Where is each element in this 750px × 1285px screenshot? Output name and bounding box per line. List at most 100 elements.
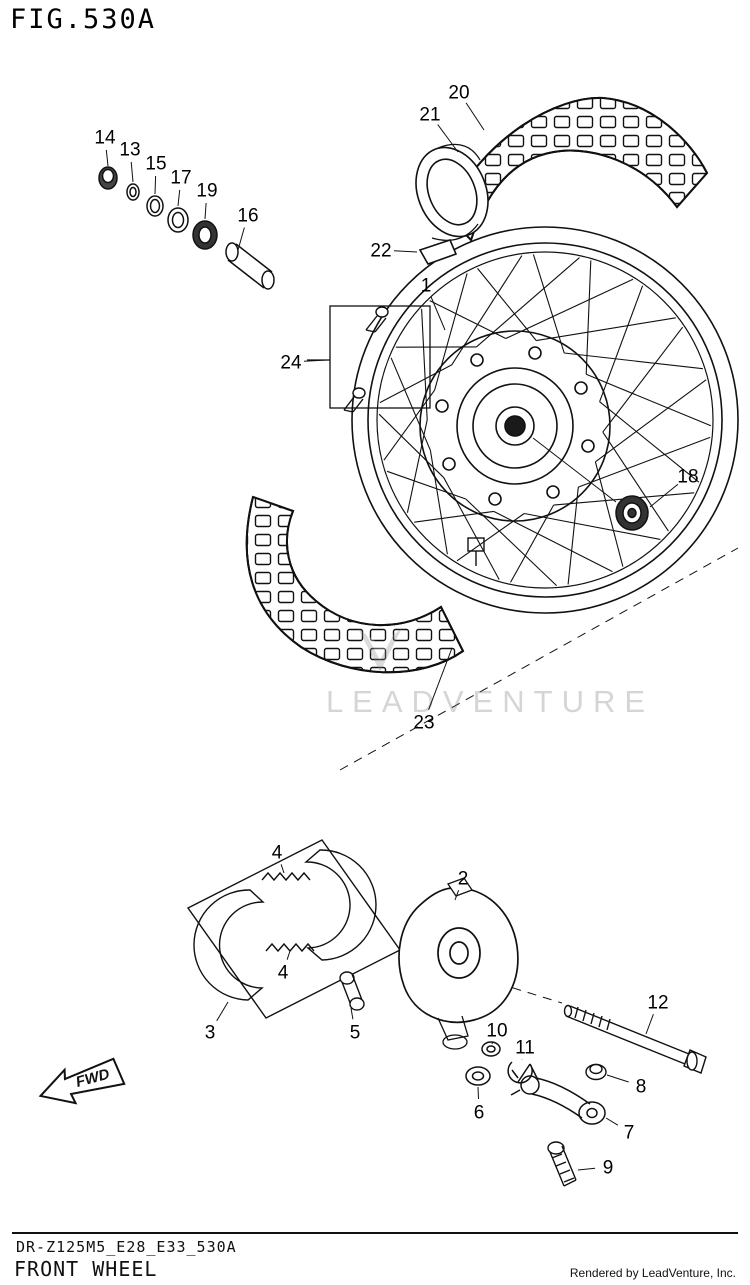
brake-shoe-left <box>193 889 265 1001</box>
callout-leader-line <box>105 149 109 167</box>
axle-nut-8 <box>585 1063 607 1081</box>
part-number-9: 9 <box>603 1158 614 1179</box>
part-number-22: 22 <box>370 241 391 262</box>
watermark-text: LEADVENTURE <box>326 684 654 719</box>
callout-leader-line <box>393 250 418 253</box>
leadventure-watermark: LEADVENTURE <box>326 628 654 719</box>
callout-leader-line <box>437 124 459 153</box>
part-number-15: 15 <box>145 154 166 175</box>
spoke <box>585 373 712 427</box>
spring <box>261 871 311 882</box>
spoke <box>602 326 684 433</box>
spoke <box>505 278 634 339</box>
spoke <box>532 254 565 354</box>
part-number-3: 3 <box>205 1023 216 1044</box>
part-number-11: 11 <box>515 1038 535 1059</box>
brake-shoe-set <box>186 839 402 1019</box>
rim-band <box>415 143 489 265</box>
spoke <box>578 436 711 488</box>
callout-leader-line <box>645 1014 654 1035</box>
callout-leader-line <box>577 1167 596 1171</box>
front-axle-12 <box>563 1004 707 1074</box>
callout-leader-line <box>177 189 181 207</box>
brake-panel-2 <box>398 877 519 1050</box>
spoke <box>595 379 707 463</box>
clip-11 <box>507 1061 539 1084</box>
ring-15 <box>146 195 164 217</box>
render-credit: Rendered by LeadVenture, Inc. <box>569 1266 736 1280</box>
spoke <box>599 401 700 483</box>
tire-upper-segment <box>444 96 709 242</box>
spoke <box>443 477 500 580</box>
bolt <box>365 306 389 333</box>
hub <box>419 330 611 522</box>
part-number-10: 10 <box>486 1021 507 1042</box>
callout-leader-line <box>350 1007 354 1020</box>
callout-leader-line <box>491 1042 494 1045</box>
part-number-20: 20 <box>448 83 469 104</box>
brake-cam-5 <box>339 971 365 1011</box>
spokes <box>378 254 712 586</box>
spoke <box>406 419 428 513</box>
spoke <box>434 273 468 391</box>
spoke <box>465 498 557 586</box>
part-number-7: 7 <box>624 1123 635 1144</box>
callout-leader-line <box>605 1117 619 1126</box>
callout-leader-line <box>428 647 453 710</box>
drawing-code: DR-Z125M5_E28_E33_530A <box>16 1238 237 1256</box>
speedo-drive-7 <box>510 1069 606 1125</box>
spoke <box>477 268 537 341</box>
part-number-2: 2 <box>458 869 469 890</box>
part-number-6: 6 <box>474 1103 485 1124</box>
callout-leader-line <box>454 890 460 901</box>
spoke <box>510 504 555 583</box>
hub-to-bearing-leader <box>532 437 617 503</box>
rim-outer-circle <box>367 242 723 598</box>
wheel-rim-and-spokes <box>351 226 739 614</box>
part-number-17: 17 <box>170 168 191 189</box>
bolt <box>343 387 366 413</box>
part-number-14: 14 <box>94 128 116 149</box>
part-number-18: 18 <box>677 467 698 488</box>
bolt-group-24 <box>307 305 431 413</box>
part-number-19: 19 <box>196 181 217 202</box>
part-number-8: 8 <box>636 1077 647 1098</box>
part-number-21: 21 <box>419 105 440 126</box>
spoke <box>429 450 448 555</box>
washer-10 <box>481 1041 501 1057</box>
washers-and-clip <box>465 1041 539 1086</box>
callout-leader-line <box>286 950 291 960</box>
part-number-16: 16 <box>237 206 258 227</box>
axle-spacer-16 <box>225 242 275 290</box>
callout-leader-line <box>477 1086 479 1100</box>
fwd-arrow: FWD <box>38 1057 126 1105</box>
part-number-12: 12 <box>647 993 668 1014</box>
leadventure-logo-icon <box>358 628 402 672</box>
part-number-5: 5 <box>350 1023 361 1044</box>
brake-shoe-right <box>304 849 377 961</box>
washer-6 <box>465 1066 491 1086</box>
seal-17 <box>167 207 189 233</box>
spoke <box>524 512 661 540</box>
callout-leader-line <box>465 102 485 131</box>
spoke <box>379 364 452 404</box>
part-number-1: 1 <box>421 276 432 297</box>
spoke <box>378 413 445 479</box>
callout-leader-line <box>606 1074 629 1083</box>
callout-leader-line <box>649 483 679 508</box>
figure-title: FIG.530A <box>10 4 157 35</box>
part-number-4: 4 <box>278 963 289 984</box>
callout-leader-line <box>216 1001 229 1022</box>
spoke <box>414 510 494 523</box>
spoke <box>599 285 644 402</box>
callout-leader-line <box>280 864 285 874</box>
footer-divider <box>12 1232 738 1234</box>
washer-13 <box>126 183 140 201</box>
spoke <box>429 300 507 339</box>
axle-small-parts <box>98 166 275 290</box>
spoke <box>386 470 466 500</box>
bearing-18 <box>615 495 649 531</box>
